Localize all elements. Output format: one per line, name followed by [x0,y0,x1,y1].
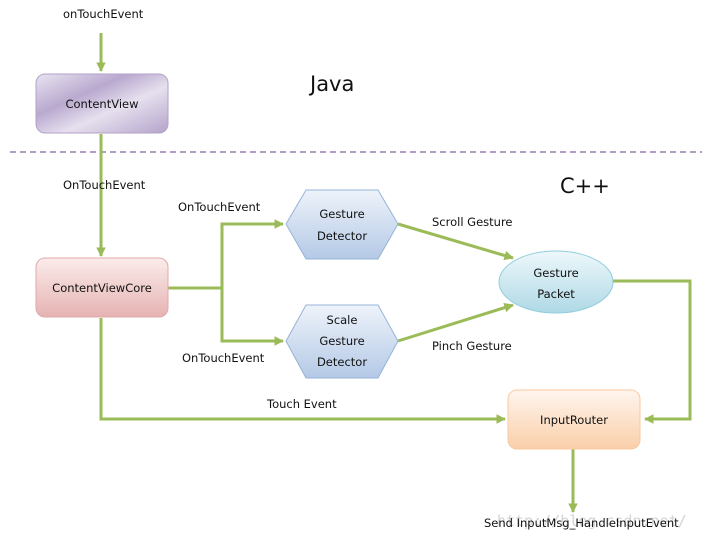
node-content-view: ContentView [35,73,169,134]
content-view-core-label: ContentViewCore [52,281,152,295]
label-scroll-gesture: Scroll Gesture [432,215,513,229]
node-gesture-packet: Gesture Packet [498,250,614,314]
edge-to-scale-detector [220,288,284,346]
node-scale-gesture-detector: Scale Gesture Detector [285,304,399,379]
gesture-detector-line1: Gesture [319,207,364,221]
edge-touch-event [99,318,506,424]
node-input-router: InputRouter [507,389,641,450]
label-output: Send InputMsg_HandleInputEvent [484,516,679,530]
edge-to-gesture-detector [220,219,284,341]
cpp-region-label: C++ [560,174,610,198]
gesture-packet-line1: Gesture [533,266,578,280]
label-entry: onTouchEvent [63,7,144,21]
label-touch-event: Touch Event [266,397,337,411]
scale-detector-line3: Detector [317,355,367,369]
label-pinch-gesture: Pinch Gesture [432,339,512,353]
gesture-packet-line2: Packet [537,287,575,301]
edge-packet-to-router [613,279,692,424]
edge-scroll-gesture [397,222,514,261]
watermark: http://blog.csdn.net/ [497,512,687,530]
edge-pinch-gesture [397,303,514,343]
label-to-gesture-detector: OnTouchEvent [178,200,261,214]
scale-detector-line2: Gesture [319,334,364,348]
scale-detector-line1: Scale [327,313,358,327]
input-router-label: InputRouter [540,413,608,427]
node-content-view-core: ContentViewCore [35,257,169,318]
content-view-label: ContentView [65,97,138,111]
gesture-detector-line2: Detector [317,229,367,243]
java-region-label: Java [308,72,354,96]
label-to-core: OnTouchEvent [63,178,146,192]
label-to-scale-detector: OnTouchEvent [182,351,265,365]
node-gesture-detector: Gesture Detector [285,189,399,260]
